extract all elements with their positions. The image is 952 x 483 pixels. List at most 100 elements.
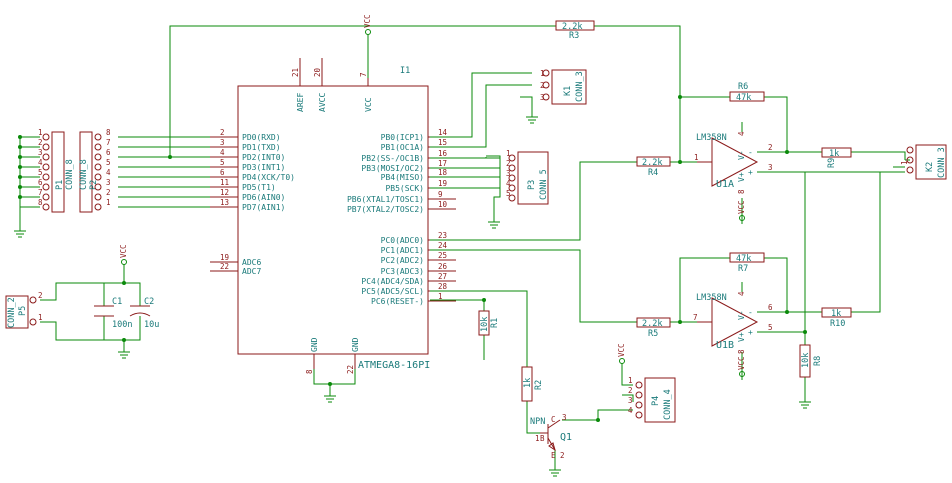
mcu-atmega8: I1 ATMEGA8-16PI 2PD0(RXD)3PD1(TXD)4PD2(I… [210, 58, 456, 374]
p2-pin-num: 1 [106, 198, 111, 207]
u1a-plus-sign: + [748, 168, 753, 177]
mcu-right-pin-num: 25 [438, 251, 447, 260]
mcu-right-pin-num: 14 [438, 128, 448, 137]
mcu-right-pin-num: 1 [438, 292, 443, 301]
q1-ref: Q1 [560, 432, 572, 443]
p1-pin-num: 4 [38, 158, 43, 167]
p4-pin-num: 1 [628, 376, 633, 385]
p3-pin-num: 5 [506, 189, 511, 198]
mcu-bottom-pin-label: GND [351, 337, 360, 352]
mcu-top-pin-label: AREF [296, 93, 305, 112]
u1b-pin-vn: 4 [737, 291, 746, 296]
p1-pin-num: 7 [38, 188, 43, 197]
c2-ref: C2 [144, 297, 154, 307]
p4-value: CONN_4 [663, 389, 673, 420]
mcu-right-pin-num: 19 [438, 179, 447, 188]
mcu-body [237, 85, 429, 355]
u1b-vminus-label: V- [737, 310, 746, 320]
q1-pin-c-num: 3 [562, 413, 567, 422]
mcu-left-pin-num: 13 [220, 198, 229, 207]
ground-symbol [488, 221, 500, 229]
p2-ref: P2 [89, 180, 99, 190]
mcu-left-pin-label: PD5(T1) [242, 183, 276, 192]
p1-pin-num: 5 [38, 168, 43, 177]
r2-ref: R2 [534, 380, 544, 390]
mcu-right-pin-num: 16 [438, 149, 448, 158]
u1b-pin-inp: 5 [768, 323, 773, 332]
r6-ref: R6 [738, 82, 748, 92]
vcc-label: VCC [119, 244, 128, 258]
u1b-minus-sign: - [748, 308, 753, 317]
u1a-vminus-label: V- [737, 150, 746, 160]
k2-ref: K2 [925, 162, 935, 172]
p4-pin-num: 4 [628, 406, 633, 415]
r3-value: 2.2k [562, 22, 582, 32]
r5-ref: R5 [648, 329, 658, 339]
p4-ref: P4 [651, 396, 661, 406]
r4-ref: R4 [648, 168, 658, 178]
mcu-right-pin-label: PC6(RESET-) [371, 297, 424, 306]
mcu-top-pin-num: 7 [359, 72, 368, 77]
c2-value: 10u [144, 320, 159, 330]
p3-pin-num: 4 [506, 179, 511, 188]
mcu-right-pin-label: PB1(OC1A) [381, 143, 424, 152]
capacitor-c1: C1 100n [94, 297, 132, 330]
resistor-r4: 2.2k R4 [636, 156, 671, 178]
mcu-right-pin-label: PB5(SCK) [385, 184, 424, 193]
r10-value: 1k [831, 309, 841, 319]
u1a-pin-out: 1 [694, 153, 699, 162]
mcu-right-pin-num: 27 [438, 272, 447, 281]
mcu-right-pin-label: PC3(ADC3) [381, 267, 424, 276]
mcu-top-pin-num: 20 [313, 67, 322, 77]
resistor-r7: 47k R7 [729, 252, 765, 274]
capacitor-c2: C2 10u [129, 297, 159, 330]
mcu-right-pin-num: 17 [438, 159, 447, 168]
u1b-pin-out: 7 [693, 313, 698, 322]
mcu-left-pin-label: ADC7 [242, 267, 261, 276]
mcu-left-pin-label: PD3(INT1) [242, 163, 285, 172]
opamp-u1b: LM358N U1B 7 6 5 4 8 V- V+ - + [693, 291, 773, 354]
connector-k1: K1 CONN_3 1 2 3 [540, 69, 587, 105]
mcu-left-pin-num: 11 [220, 178, 229, 187]
p3-pin-num: 1 [506, 149, 511, 158]
u1a-pin-vn: 4 [737, 131, 746, 136]
u1b-pin-inn: 6 [768, 303, 773, 312]
wires [19, 25, 910, 470]
mcu-left-pin-num: 3 [220, 138, 225, 147]
resistor-r1: 10k R1 [478, 310, 500, 336]
mcu-left-pin-num: 19 [220, 253, 229, 262]
mcu-right-pins: 14PB0(ICP1)15PB1(OC1A)16PB2(SS-/OC1B)17P… [347, 128, 456, 306]
p5-pin1: 1 [38, 313, 43, 322]
r10-ref: R10 [830, 319, 845, 329]
q1-pin-e: E [551, 451, 556, 460]
mcu-ref: I1 [400, 66, 410, 76]
mcu-right-pin-num: 10 [438, 200, 448, 209]
ground-symbols [118, 351, 811, 477]
mcu-left-pin-label: ADC6 [242, 258, 261, 267]
u1b-vplus-label: V+ [737, 332, 746, 342]
p1-pin-num: 8 [38, 198, 43, 207]
mcu-top-pin-label: VCC [364, 97, 373, 112]
p5-value: CONN_2 [7, 297, 17, 328]
mcu-left-pin-label: PD0(RXD) [242, 133, 281, 142]
k1-pin1: 1 [540, 69, 545, 78]
u1b-ref: U1B [716, 340, 734, 351]
p2-pin-num: 6 [106, 148, 111, 157]
r9-ref: R9 [827, 158, 837, 168]
p5-pin2: 2 [38, 291, 43, 300]
q1-pin-e-num: 2 [560, 451, 565, 460]
mcu-name: ATMEGA8-16PI [358, 360, 430, 371]
mcu-right-pin-label: PB3(MOSI/OC2) [361, 164, 424, 173]
ground-symbol [14, 230, 26, 238]
vcc-label: VCC [363, 14, 372, 28]
p1-pin-num: 1 [38, 128, 43, 137]
r8-ref: R8 [813, 356, 823, 366]
mcu-right-pin-num: 15 [438, 138, 447, 147]
mcu-right-pin-label: PC4(ADC4/SDA) [361, 277, 424, 286]
mcu-left-pin-label: PD6(AIN0) [242, 193, 285, 202]
mcu-right-pin-label: PB0(ICP1) [381, 133, 424, 142]
r7-value: 47k [736, 254, 751, 264]
c1-ref: C1 [112, 297, 122, 307]
